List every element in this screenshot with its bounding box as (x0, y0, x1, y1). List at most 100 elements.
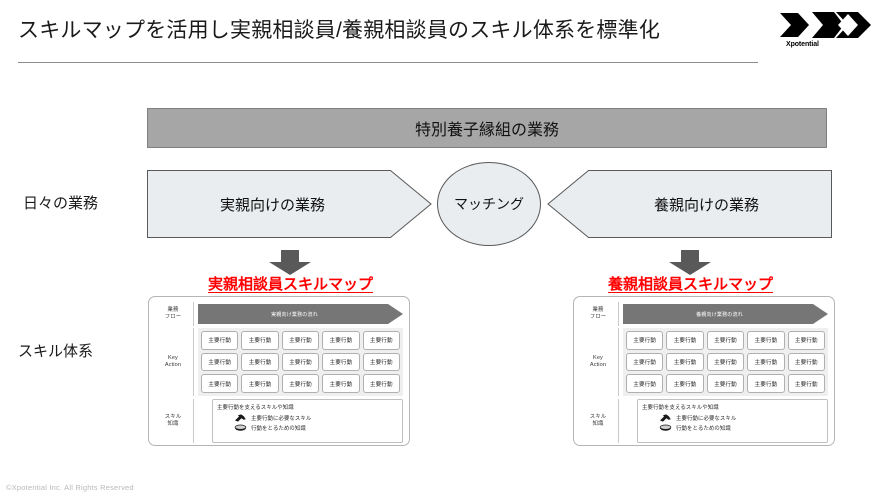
logo-wordmark: Xpotential (786, 41, 819, 48)
keyaction-cell: 主要行動 (201, 331, 239, 350)
flow-label-line1: 業務 (592, 307, 604, 313)
flow-arrow-banner: 養親向け業務の流れ (623, 304, 828, 324)
skillmap-keyaction-body: 主要行動主要行動主要行動主要行動主要行動主要行動主要行動主要行動主要行動主要行動… (193, 328, 403, 396)
skill-box-title: 主要行動を支えるスキルや知識 (217, 405, 294, 411)
skill-wrench-icon (658, 414, 672, 422)
skillmap-skill-body: 主要行動を支えるスキルや知識 主要行動に必要なスキル (193, 399, 403, 443)
keyaction-label-line2: Action (589, 362, 607, 368)
skillmap-skill-section: スキル 知識 主要行動を支えるスキルや知識 主要行動に必要なスキル (578, 399, 828, 443)
keyaction-label-line2: Action (164, 362, 182, 368)
knowledge-book-icon (233, 424, 247, 432)
keyaction-cell: 主要行動 (706, 374, 745, 393)
keyaction-cell: 主要行動 (626, 374, 664, 393)
skill-label-line1: スキル (164, 414, 182, 420)
heading-adoptive-parent-skillmap: 養親相談員スキルマップ (607, 276, 773, 293)
keyaction-cell: 主要行動 (747, 352, 785, 372)
page-title: スキルマップを活用し実親相談員/養親相談員のスキル体系を標準化 (18, 19, 661, 42)
flow-arrow-text: 養親向け業務の流れ (696, 311, 743, 318)
keyaction-cell: 主要行動 (787, 331, 825, 350)
keyaction-cell: 主要行動 (747, 374, 785, 393)
skill-item-knowledge: 行動をとるための知識 (658, 424, 823, 432)
keyaction-cell: 主要行動 (241, 374, 279, 393)
keyaction-cell: 主要行動 (666, 374, 704, 393)
keyaction-cell: 主要行動 (747, 331, 785, 350)
keyaction-cell: 主要行動 (706, 352, 745, 372)
keyaction-cell: 主要行動 (322, 331, 360, 350)
keyaction-grid-wrap: 主要行動主要行動主要行動主要行動主要行動主要行動主要行動主要行動主要行動主要行動… (623, 328, 828, 396)
down-arrow-left-icon (268, 250, 312, 276)
skill-item-skill: 主要行動に必要なスキル (658, 414, 823, 422)
skill-wrench-icon (233, 414, 247, 422)
keyaction-cell: 主要行動 (787, 374, 825, 393)
top-banner-special-adoption: 特別養子縁組の業務 (147, 108, 827, 148)
skillmap-flow-body: 養親向け業務の流れ (618, 302, 828, 326)
skill-label-line2: 知識 (592, 421, 604, 427)
skillmap-skill-section: スキル 知識 主要行動を支えるスキルや知識 主要行動に必要なスキル (153, 399, 403, 443)
title-divider (18, 62, 758, 63)
keyaction-label-line1: Key (593, 355, 603, 361)
flow-arrow-text: 実親向け業務の流れ (271, 311, 318, 318)
skillmap-flow-body: 実親向け業務の流れ (193, 302, 403, 326)
down-arrow-right-icon (668, 250, 712, 276)
row-label-skill-system: スキル体系 (18, 343, 94, 360)
skillmap-keyaction-section: Key Action 主要行動主要行動主要行動主要行動主要行動主要行動主要行動主… (578, 328, 828, 396)
skillmap-keyaction-section: Key Action 主要行動主要行動主要行動主要行動主要行動主要行動主要行動主… (153, 328, 403, 396)
knowledge-book-icon (658, 424, 672, 432)
keyaction-grid: 主要行動主要行動主要行動主要行動主要行動主要行動主要行動主要行動主要行動主要行動… (626, 331, 825, 393)
keyaction-cell: 主要行動 (362, 352, 400, 372)
skillmap-flow-label: 業務 フロー (578, 302, 618, 326)
keyaction-cell: 主要行動 (626, 352, 664, 372)
keyaction-cell: 主要行動 (787, 352, 825, 372)
keyaction-cell: 主要行動 (201, 352, 239, 372)
skill-label-line2: 知識 (167, 421, 179, 427)
skill-item-knowledge-label: 行動をとるための知識 (676, 426, 731, 432)
matching-ellipse: マッチング (437, 162, 541, 246)
keyaction-cell: 主要行動 (241, 352, 279, 372)
chevron-birth-parent-work: 実親向けの業務 (147, 170, 432, 238)
skillmap-card-adoptive-parent: 業務 フロー 養親向け業務の流れ Key Action 主要行動主要行動主要行動… (573, 296, 835, 446)
skillmap-flow-section: 業務 フロー 実親向け業務の流れ (153, 302, 403, 326)
keyaction-cell: 主要行動 (241, 331, 279, 350)
keyaction-cell: 主要行動 (666, 331, 704, 350)
keyaction-cell: 主要行動 (362, 374, 400, 393)
flow-label-line1: 業務 (167, 307, 179, 313)
row-label-daily-work: 日々の業務 (23, 195, 99, 212)
skill-box-title: 主要行動を支えるスキルや知識 (642, 405, 719, 411)
skillmap-skill-body: 主要行動を支えるスキルや知識 主要行動に必要なスキル (618, 399, 828, 443)
keyaction-cell: 主要行動 (281, 374, 320, 393)
keyaction-cell: 主要行動 (666, 352, 704, 372)
skill-item-skill: 主要行動に必要なスキル (233, 414, 398, 422)
skill-label-line1: スキル (589, 414, 607, 420)
keyaction-cell: 主要行動 (362, 331, 400, 350)
chevron-adoptive-parent-work: 養親向けの業務 (547, 170, 832, 238)
skill-item-knowledge: 行動をとるための知識 (233, 424, 398, 432)
skill-knowledge-box: 主要行動を支えるスキルや知識 主要行動に必要なスキル (637, 399, 828, 443)
keyaction-cell: 主要行動 (322, 374, 360, 393)
keyaction-cell: 主要行動 (626, 331, 664, 350)
xpotential-logo: Xpotential (778, 10, 874, 56)
keyaction-cell: 主要行動 (281, 352, 320, 372)
skillmap-skill-label: スキル 知識 (153, 399, 193, 443)
skill-item-knowledge-label: 行動をとるための知識 (251, 426, 306, 432)
keyaction-label-line1: Key (168, 355, 178, 361)
skillmap-flow-label: 業務 フロー (153, 302, 193, 326)
keyaction-grid-wrap: 主要行動主要行動主要行動主要行動主要行動主要行動主要行動主要行動主要行動主要行動… (198, 328, 403, 396)
skillmap-card-birth-parent: 業務 フロー 実親向け業務の流れ Key Action 主要行動主要行動主要行動… (148, 296, 410, 446)
keyaction-cell: 主要行動 (281, 331, 320, 350)
skillmap-flow-section: 業務 フロー 養親向け業務の流れ (578, 302, 828, 326)
skillmap-keyaction-label: Key Action (153, 328, 193, 396)
flow-label-line2: フロー (589, 314, 607, 320)
skill-knowledge-box: 主要行動を支えるスキルや知識 主要行動に必要なスキル (212, 399, 403, 443)
logo-mark-icon (780, 12, 871, 38)
skill-item-skill-label: 主要行動に必要なスキル (676, 416, 737, 422)
skillmap-keyaction-label: Key Action (578, 328, 618, 396)
keyaction-cell: 主要行動 (706, 331, 745, 350)
skill-item-skill-label: 主要行動に必要なスキル (251, 416, 312, 422)
keyaction-grid: 主要行動主要行動主要行動主要行動主要行動主要行動主要行動主要行動主要行動主要行動… (201, 331, 400, 393)
keyaction-cell: 主要行動 (322, 352, 360, 372)
flow-label-line2: フロー (164, 314, 182, 320)
keyaction-cell: 主要行動 (201, 374, 239, 393)
flow-arrow-banner: 実親向け業務の流れ (198, 304, 403, 324)
footer-copyright: ©Xpotential Inc. All Rights Reserved (6, 483, 134, 492)
